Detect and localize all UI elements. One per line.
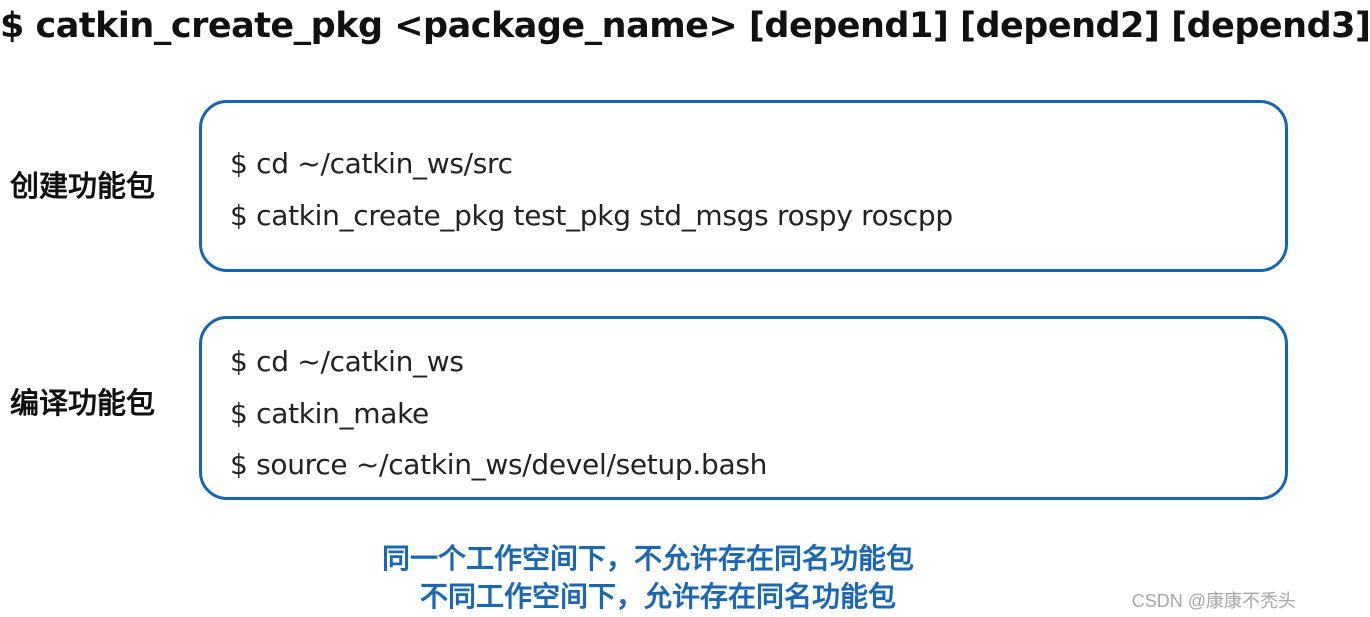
command-line: $ catkin_make xyxy=(230,397,429,430)
create-package-command-box: $ cd ~/catkin_ws/src $ catkin_create_pkg… xyxy=(199,100,1288,272)
command-line: $ cd ~/catkin_ws/src xyxy=(230,147,513,180)
note-same-workspace: 同一个工作空间下，不允许存在同名功能包 xyxy=(382,542,915,575)
build-package-label: 编译功能包 xyxy=(10,386,156,420)
note-different-workspace: 不同工作空间下，允许存在同名功能包 xyxy=(420,580,897,613)
command-line: $ cd ~/catkin_ws xyxy=(230,345,464,378)
watermark: CSDN @康康不秃头 xyxy=(1131,591,1296,611)
command-line: $ source ~/catkin_ws/devel/setup.bash xyxy=(230,448,768,481)
page-title: $ catkin_create_pkg <package_name> [depe… xyxy=(0,6,1370,46)
build-package-command-box: $ cd ~/catkin_ws $ catkin_make $ source … xyxy=(199,316,1288,500)
command-line: $ catkin_create_pkg test_pkg std_msgs ro… xyxy=(230,199,953,232)
create-package-label: 创建功能包 xyxy=(10,169,156,203)
